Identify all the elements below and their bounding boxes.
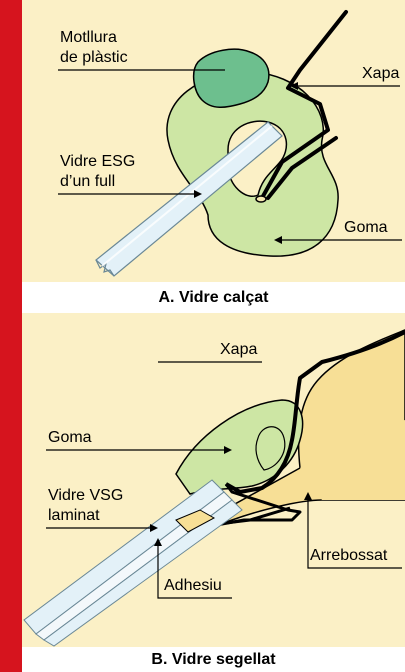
- label-xapa-b: Xapa: [220, 340, 257, 360]
- label-adhesiu: Adhesiu: [164, 576, 222, 596]
- label-vidre-esg-line2: d’un full: [60, 172, 115, 192]
- label-goma-a: Goma: [344, 218, 388, 238]
- label-vidre-vsg-line1: Vidre VSG: [48, 486, 123, 506]
- label-vidre-esg-line1: Vidre ESG: [60, 152, 135, 172]
- label-xapa-a: Xapa: [362, 64, 399, 84]
- caption-a: A. Vidre calçat: [22, 282, 405, 313]
- label-motllura-line1: Motllura: [60, 28, 117, 48]
- label-vidre-vsg-line2: laminat: [48, 506, 100, 526]
- panel-a-metal-end: [256, 196, 266, 202]
- caption-b: B. Vidre segellat: [22, 647, 405, 672]
- label-goma-b: Goma: [48, 428, 92, 448]
- label-arrebossat: Arrebossat: [310, 546, 387, 566]
- label-motllura-line2: de plàstic: [60, 48, 128, 68]
